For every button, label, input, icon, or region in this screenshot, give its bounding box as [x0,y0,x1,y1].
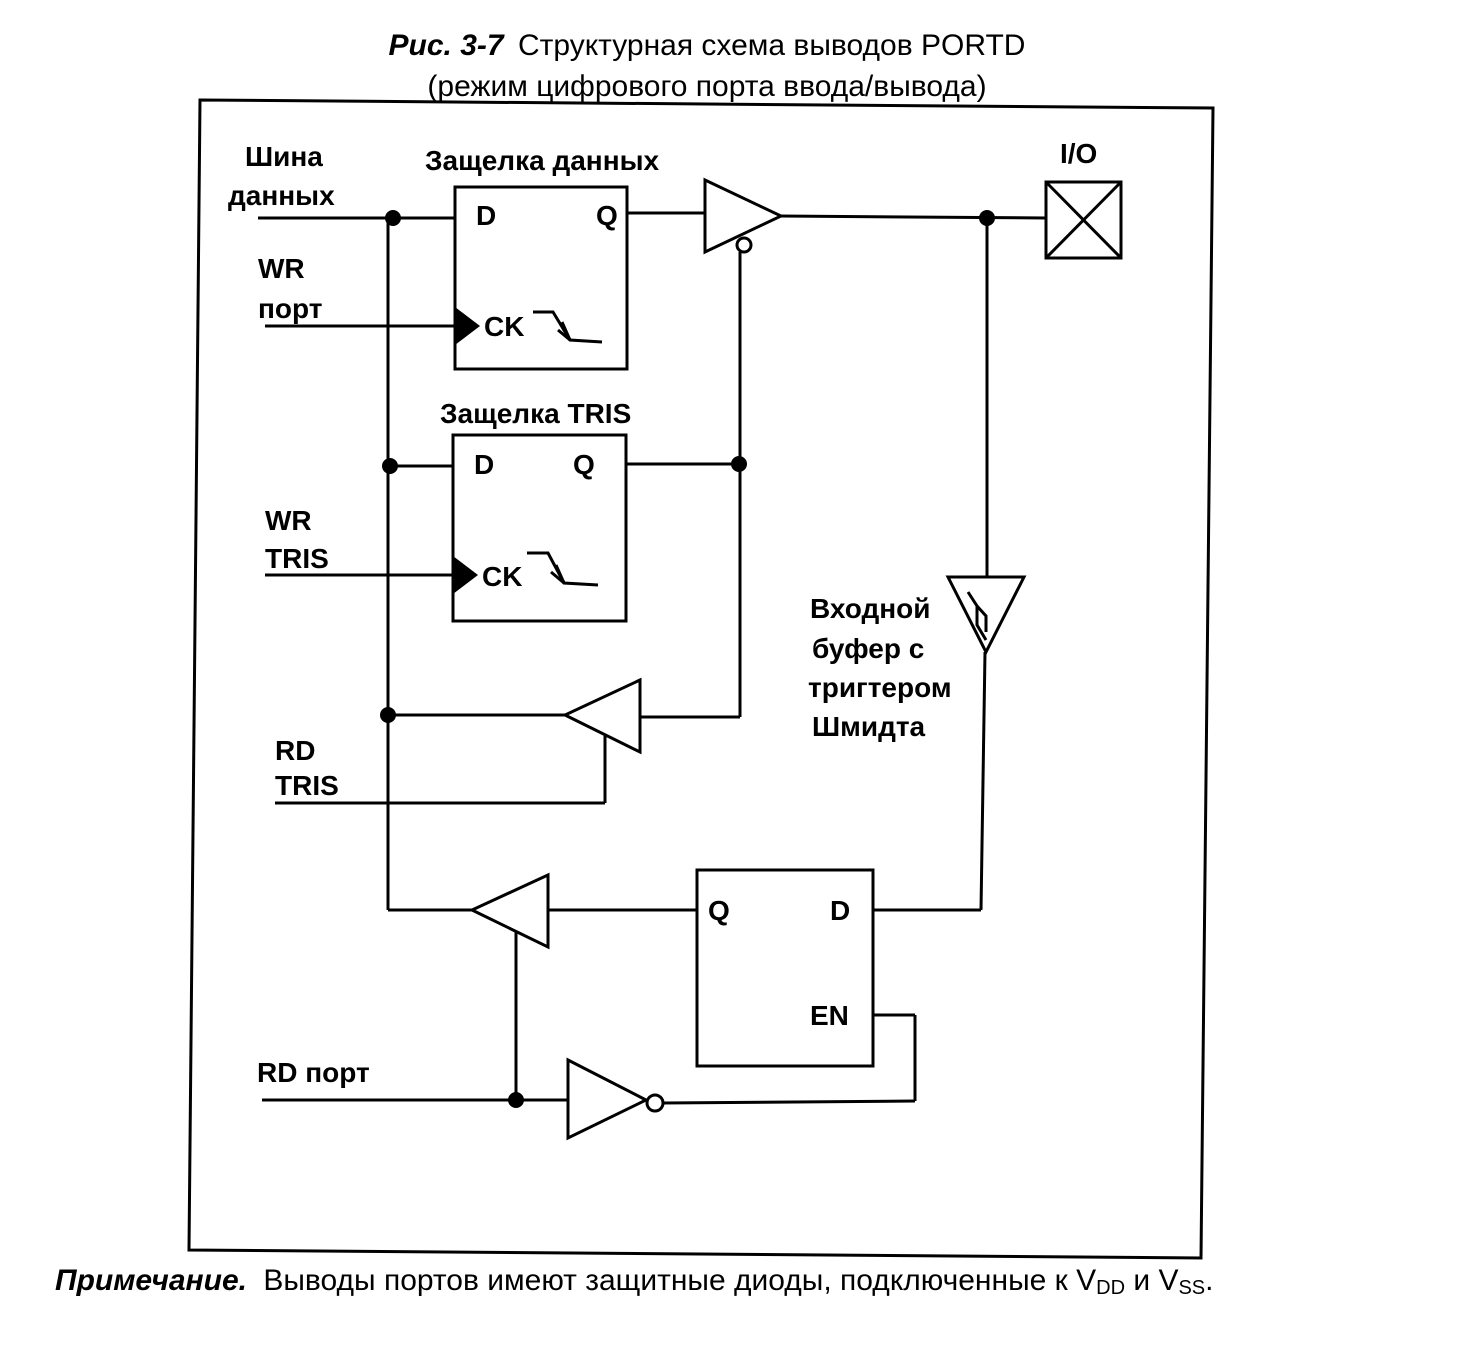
wr-port-label-2: порт [258,293,322,324]
figure-title-line1: Структурная схема выводов PORTD [518,29,1026,62]
rd-tris-buffer [561,677,642,755]
junction-dot [380,707,396,723]
data-bus-label-1: Шина [245,141,323,172]
rd-tris-label-1: RD [275,735,315,766]
note-text: Выводы портов имеют защитные диоды, подк… [263,1264,1096,1297]
data-latch-ck-pin: CK [484,311,524,342]
junction-dot [385,210,401,226]
hysteresis-icon [966,591,988,641]
data-latch-title: Защелка данных [425,145,660,176]
wr-port-label-1: WR [258,253,305,284]
schmitt-label-1: Входной [810,593,930,624]
rd-port-label: RD порт [257,1057,370,1088]
note-and: и V [1125,1264,1178,1297]
schmitt-label-3: тригтером [808,672,952,703]
clock-triangle-icon [453,556,478,594]
note-label: Примечание. [55,1264,247,1297]
junction-dot [508,1092,524,1108]
io-pad [1044,180,1123,260]
wr-tris-label-2: TRIS [265,543,329,574]
tris-latch-q-pin: Q [573,449,595,480]
inverter-bubble-icon [645,1093,665,1113]
input-latch-en-pin: EN [810,1000,849,1031]
input-latch: Q D EN [695,868,875,1068]
rd-port-buffer [468,872,550,950]
junction-dot [979,210,995,226]
note-vss-sub: SS [1178,1277,1205,1299]
output-tristate-buffer [703,177,785,255]
tris-latch-d-pin: D [474,449,494,480]
schmitt-label-4: Шмидта [812,711,926,742]
input-latch-q-pin: Q [708,895,730,926]
inverter [566,1057,665,1141]
junction-dot [731,456,747,472]
falling-edge-icon [533,310,603,344]
enable-bubble-icon [735,236,753,254]
wires [258,211,1047,1105]
data-bus-label-2: данных [228,180,335,211]
junction-dot [382,458,398,474]
rd-tris-label-2: TRIS [275,770,339,801]
wr-tris-label-1: WR [265,505,312,536]
figure-caption-line1: Рис. 3-7 Структурная схема выводов PORTD [389,29,1026,62]
tris-latch-ck-pin: CK [482,561,522,592]
note-vdd-sub: DD [1096,1277,1125,1299]
note-end: . [1205,1264,1213,1297]
input-latch-d-pin: D [830,895,850,926]
data-latch-d-pin: D [476,200,496,231]
figure-caption-line2: (режим цифрового порта ввода/вывода) [427,70,986,103]
tris-latch-title: Защелка TRIS [440,398,631,429]
note-line: Примечание. Выводы портов имеют защитные… [55,1264,1213,1299]
clock-triangle-icon [455,307,480,345]
figure-number: Рис. 3-7 [389,29,505,62]
outer-frame [187,98,1215,1260]
schmitt-label-2: буфер с [812,633,924,664]
data-latch: D Q CK [453,185,629,371]
tris-latch: D Q CK [451,433,628,623]
io-label: I/O [1060,138,1097,169]
schmitt-trigger-buffer [945,575,1027,656]
data-latch-q-pin: Q [596,200,618,231]
